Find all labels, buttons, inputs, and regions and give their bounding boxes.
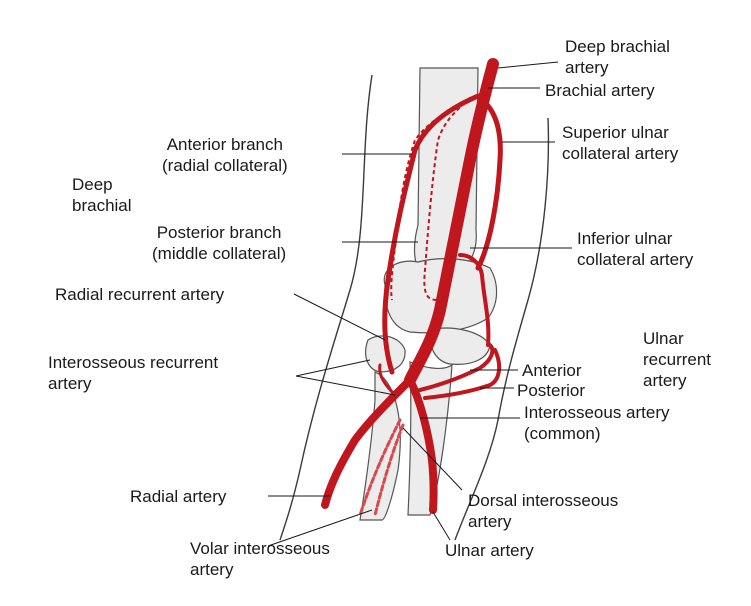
leader-interosseous-recurrent-1 xyxy=(295,359,371,377)
label-anterior-branch: Anterior branch (radial collateral) xyxy=(162,135,288,175)
brachial-artery-path xyxy=(404,58,499,386)
forearm-bones xyxy=(359,371,401,521)
arm-outline-left xyxy=(279,74,373,541)
ulna-olecranon xyxy=(429,327,491,365)
ulnar-artery-path xyxy=(406,376,438,514)
label-dorsal-interosseous: Dorsal interosseous artery xyxy=(468,491,619,531)
anterior-branch-path xyxy=(382,93,481,375)
label-posterior-branch: Posterior branch (middle collateral) xyxy=(152,223,287,263)
inferior-ulnar-collateral-path xyxy=(458,253,491,347)
superior-ulnar-collateral-path xyxy=(475,97,503,271)
leader-volar-interosseous xyxy=(267,509,373,547)
label-deep-brachial-artery: Deep brachial artery xyxy=(565,37,670,77)
leader-dorsal-interosseous xyxy=(402,427,463,491)
label-interosseous-common: Interosseous artery (common) xyxy=(524,403,670,443)
volar-interosseous-path xyxy=(358,418,402,517)
dorsal-interosseous-path xyxy=(373,423,405,517)
radial-artery-path xyxy=(321,376,414,509)
limb-outline xyxy=(279,74,550,541)
arteries xyxy=(321,58,503,517)
label-brachial-artery: Brachial artery xyxy=(545,81,655,100)
leader-lines xyxy=(267,61,572,547)
bones xyxy=(359,67,498,521)
arm-outline-right xyxy=(454,117,550,541)
label-deep-brachial: Deep brachial xyxy=(72,175,132,215)
label-posterior: Posterior xyxy=(517,381,586,400)
posterior-dashed-path xyxy=(423,97,471,301)
label-volar-interosseous: Volar interosseous artery xyxy=(190,539,330,579)
label-ulnar-recurrent: Ulnar recurrent artery xyxy=(643,329,712,390)
label-radial-artery: Radial artery xyxy=(130,487,227,506)
ulnar-recurrent-posterior-path xyxy=(423,348,502,400)
label-interosseous-recurrent: Interosseous recurrent artery xyxy=(48,353,219,393)
leader-interosseous-recurrent-2 xyxy=(295,375,396,396)
leader-deep-brachial-artery xyxy=(497,61,559,69)
label-anterior: Anterior xyxy=(522,361,582,380)
leader-radial-recurrent xyxy=(293,293,386,341)
label-ulnar-artery: Ulnar artery xyxy=(445,541,534,560)
leader-ulnar-artery xyxy=(432,511,451,541)
label-radial-recurrent: Radial recurrent artery xyxy=(55,285,225,304)
label-inferior-ulnar-collateral: Inferior ulnar collateral artery xyxy=(577,229,694,269)
interosseous-recurrent-path xyxy=(378,363,397,397)
label-superior-ulnar-collateral: Superior ulnar collateral artery xyxy=(562,123,679,163)
ulnar-recurrent-anterior-path xyxy=(418,343,495,392)
